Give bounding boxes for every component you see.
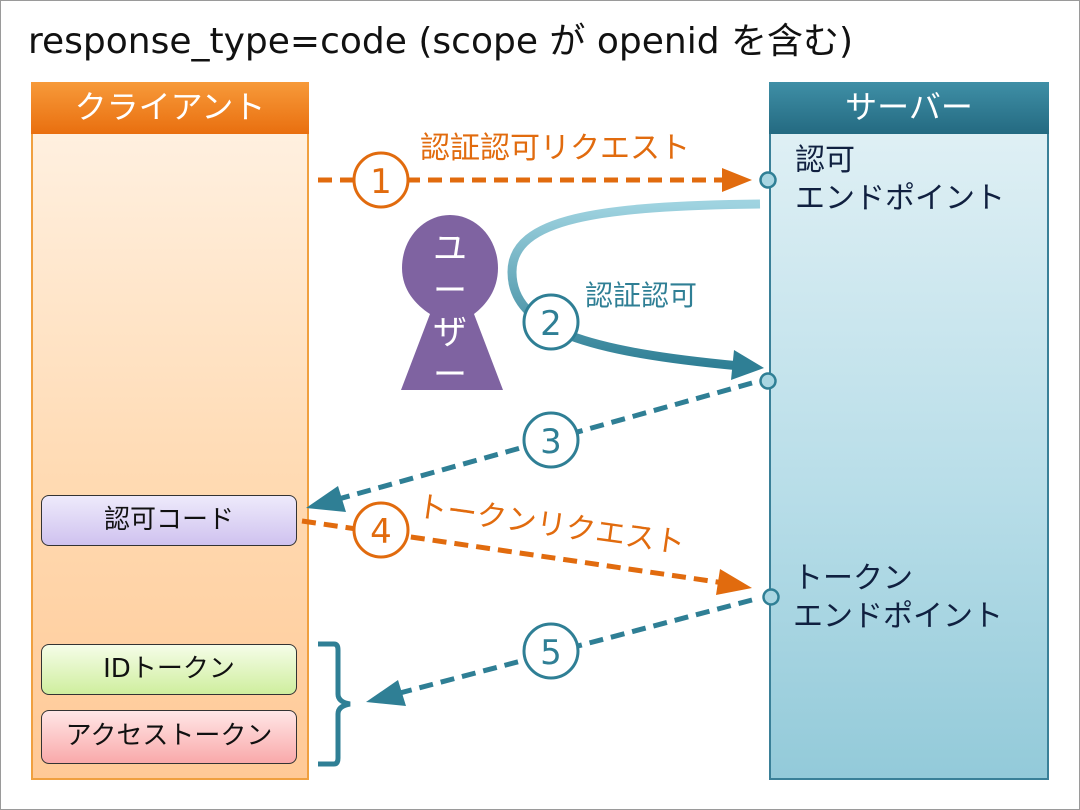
server-return-dot — [759, 372, 777, 390]
step4-marker: 4 — [352, 501, 410, 559]
user-char-4: ー — [433, 355, 467, 395]
authz-endpoint-label: 認可 エンドポイント — [795, 142, 1005, 218]
step1-marker: 1 — [352, 151, 410, 209]
user-char-3: ザ — [433, 313, 467, 353]
authz-endpoint-line2: エンドポイント — [795, 181, 1005, 216]
authz-endpoint-dot — [759, 171, 777, 189]
slide-title: response_type=code (scope が openid を含む) — [28, 21, 854, 62]
id-token-box: IDトークン — [41, 644, 297, 695]
svg-text:5: 5 — [540, 633, 562, 673]
step4-arrowhead — [716, 569, 752, 595]
user-char-2: ー — [433, 271, 467, 311]
token-bracket — [318, 641, 351, 767]
step3-arrowhead — [306, 486, 346, 512]
step2-arrowhead — [731, 350, 764, 380]
step2-arrow — [507, 199, 761, 371]
user-figure — [401, 215, 503, 390]
server-header: サーバー — [769, 82, 1049, 134]
token-endpoint-line2: エンドポイント — [793, 599, 1003, 634]
svg-text:3: 3 — [540, 422, 562, 462]
user-char-1: ユ — [433, 229, 467, 269]
server-column — [769, 82, 1049, 780]
step2-marker: 2 — [522, 293, 580, 351]
svg-text:2: 2 — [540, 304, 562, 344]
step3-arrow — [334, 380, 753, 503]
user-label: ユ ー ザ ー — [422, 228, 478, 396]
step1-arrowhead — [722, 168, 752, 192]
step1-label: 認証認可リクエスト — [420, 131, 690, 166]
step5-marker: 5 — [522, 622, 580, 680]
authz-endpoint-line1: 認可 — [795, 143, 855, 178]
client-header: クライアント — [31, 82, 309, 134]
step5-arrowhead — [366, 680, 406, 706]
step3-marker: 3 — [522, 411, 580, 469]
access-token-box: アクセストークン — [41, 710, 297, 764]
token-endpoint-line1: トークン — [793, 561, 913, 596]
step2-label: 認証認可 — [585, 279, 697, 312]
token-endpoint-label: トークン エンドポイント — [793, 560, 1003, 636]
svg-text:4: 4 — [370, 512, 392, 552]
step4-label: トークンリクエスト — [415, 489, 687, 561]
auth-code-box: 認可コード — [41, 495, 297, 546]
token-endpoint-dot — [762, 588, 780, 606]
svg-text:1: 1 — [370, 162, 392, 202]
